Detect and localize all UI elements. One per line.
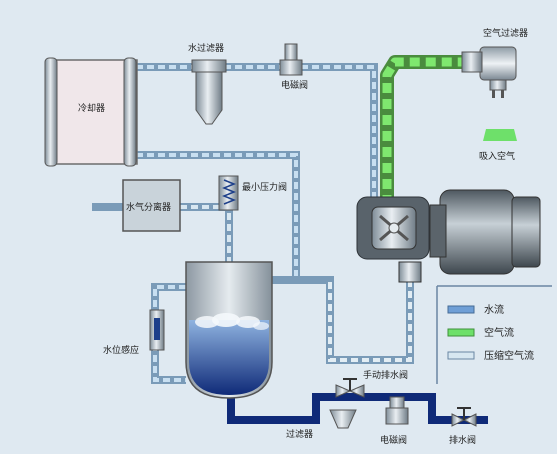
drain-pipe	[227, 393, 488, 424]
compressor-motor	[429, 189, 541, 275]
water-filter-label: 水过滤器	[188, 42, 224, 54]
filter-bottom-label: 过滤器	[286, 428, 313, 440]
legend-item: 空气流	[447, 326, 514, 339]
cooler-label: 冷却器	[78, 102, 105, 114]
manual-drain-valve	[335, 378, 365, 398]
legend-swatch-compressed-air	[447, 351, 475, 360]
legend-item: 水流	[447, 303, 504, 316]
air-intake-indicator	[483, 129, 517, 141]
legend-label-water: 水流	[484, 303, 504, 316]
level-sensor	[149, 309, 165, 351]
air-intake-pipe	[380, 55, 485, 205]
compressed-air-pipe	[268, 276, 414, 364]
legend-swatch-air	[447, 328, 475, 337]
solenoid-valve-top	[279, 43, 303, 76]
filter-bottom	[329, 409, 357, 429]
drain-valve	[451, 407, 477, 427]
min-pressure-valve	[218, 175, 239, 211]
legend-swatch-water	[447, 305, 475, 314]
legend-item: 压缩空气流	[447, 349, 534, 362]
solenoid-top-label: 电磁阀	[281, 79, 308, 91]
separator-label: 水气分离器	[126, 201, 171, 213]
solenoid-bottom-label: 电磁阀	[380, 434, 407, 446]
air-filter	[461, 46, 517, 98]
compressor-outlet	[398, 261, 422, 283]
compressor-head	[356, 196, 430, 260]
manual-drain-label: 手动排水阀	[363, 369, 408, 381]
oil-water-tank	[185, 261, 273, 399]
legend: 水流 空气流 压缩空气流	[436, 285, 552, 384]
legend-label-air: 空气流	[484, 326, 514, 339]
air-intake-label: 吸入空气	[479, 150, 515, 162]
level-sensor-label: 水位感应	[103, 344, 139, 356]
drain-valve-label: 排水阀	[449, 434, 476, 446]
min-pressure-label: 最小压力阀	[242, 181, 287, 193]
solenoid-valve-bottom	[385, 396, 409, 425]
separator-pipe-right	[180, 203, 233, 262]
water-gas-separator	[122, 179, 181, 232]
cooler	[44, 57, 138, 167]
legend-label-compressed-air: 压缩空气流	[484, 349, 534, 362]
air-filter-label: 空气过滤器	[483, 27, 528, 39]
water-filter-top	[191, 59, 227, 125]
